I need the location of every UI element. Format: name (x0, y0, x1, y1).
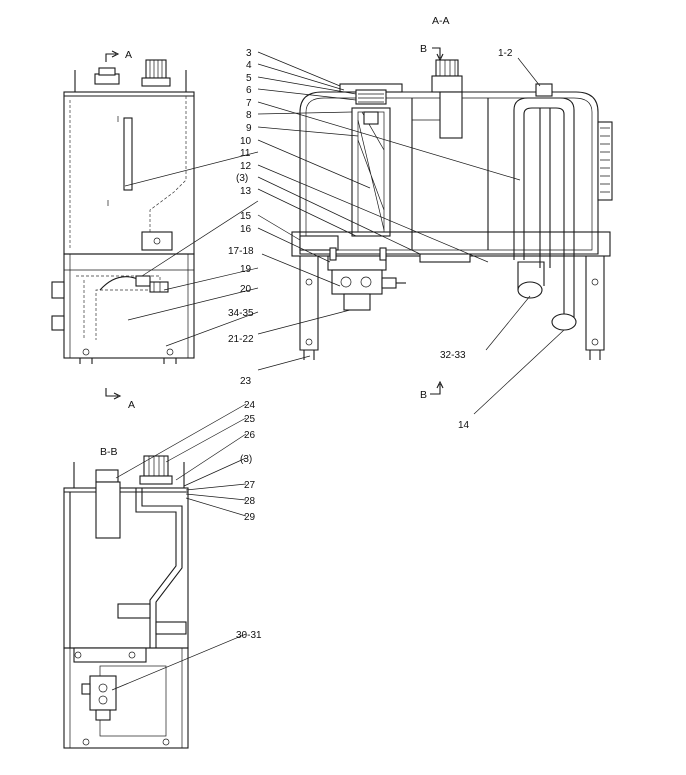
aa-return-port (535, 83, 553, 97)
aa-return-pipe (513, 97, 575, 320)
aa-filter-element (351, 107, 391, 237)
label-p27: 27 (244, 480, 256, 491)
bb-filler-cap (143, 455, 169, 477)
section-mark-a-top: A (125, 49, 132, 61)
side-port-upper (51, 281, 65, 299)
label-p23: 23 (240, 376, 252, 387)
aa-spring (355, 89, 387, 105)
label-p20: 20 (240, 284, 252, 295)
label-p28: 28 (244, 496, 256, 507)
front-frame (63, 253, 195, 359)
label-p12: 12 (240, 161, 252, 172)
aa-valve-block (331, 269, 383, 295)
label-p6: 6 (246, 85, 252, 96)
label-p30-31: 30-31 (236, 630, 262, 641)
aa-pipe-end-32 (517, 281, 543, 299)
label-p17-18: 17-18 (228, 246, 254, 257)
label-p3-ref-b: (3) (240, 454, 252, 465)
filler-cap (145, 59, 167, 79)
label-p29: 29 (244, 512, 256, 523)
level-gauge (123, 117, 133, 191)
section-a-a-view: A-A B (291, 15, 613, 401)
aa-base-plate (291, 231, 611, 257)
breather-cap-top (98, 67, 116, 76)
label-p16: 16 (240, 224, 252, 235)
label-p8: 8 (246, 110, 252, 121)
label-p1-2: 1-2 (498, 48, 513, 59)
label-p34-35: 34-35 (228, 308, 254, 319)
aa-pipe-end-14 (551, 313, 577, 331)
label-p19: 19 (240, 264, 252, 275)
label-p4: 4 (246, 60, 252, 71)
section-mark-b-bottom: B (420, 389, 427, 401)
label-p9: 9 (246, 123, 252, 134)
bb-frame (63, 647, 189, 749)
drain-box (141, 231, 173, 251)
aa-filler-strainer (439, 91, 463, 139)
label-p25: 25 (244, 414, 256, 425)
aa-side-gauge (597, 121, 613, 201)
part-labels: 3 4 5 6 7 8 9 10 11 12 (3) 13 15 16 17-1… (228, 48, 513, 641)
label-p21-22: 21-22 (228, 334, 254, 345)
label-p26: 26 (244, 430, 256, 441)
aa-tank-shell (299, 91, 599, 255)
label-p11: 11 (240, 148, 251, 159)
bb-valve-block (89, 675, 117, 711)
label-p24: 24 (244, 400, 256, 411)
label-p13: 13 (240, 186, 252, 197)
label-p14: 14 (458, 420, 470, 431)
bb-strainer (95, 481, 121, 539)
aa-pump-mount (327, 255, 387, 271)
label-p5: 5 (246, 73, 252, 84)
section-mark-b-top: B (420, 43, 427, 55)
bb-breather (95, 469, 119, 483)
side-port-lower (51, 315, 65, 331)
label-p32-33: 32-33 (440, 350, 466, 361)
section-b-b-view: B-B (63, 446, 189, 749)
label-p10: 10 (240, 136, 252, 147)
label-p3-ref-a: (3) (236, 173, 248, 184)
section-mark-a-bottom: A (128, 399, 135, 411)
front-view: A A (51, 49, 195, 411)
label-p15: 15 (240, 211, 252, 222)
label-p7: 7 (246, 98, 252, 109)
suction-valve (149, 281, 169, 293)
section-title-aa: A-A (432, 15, 450, 27)
section-title-bb: B-B (100, 446, 118, 458)
leader-lines (111, 51, 565, 691)
label-p3: 3 (246, 48, 252, 59)
